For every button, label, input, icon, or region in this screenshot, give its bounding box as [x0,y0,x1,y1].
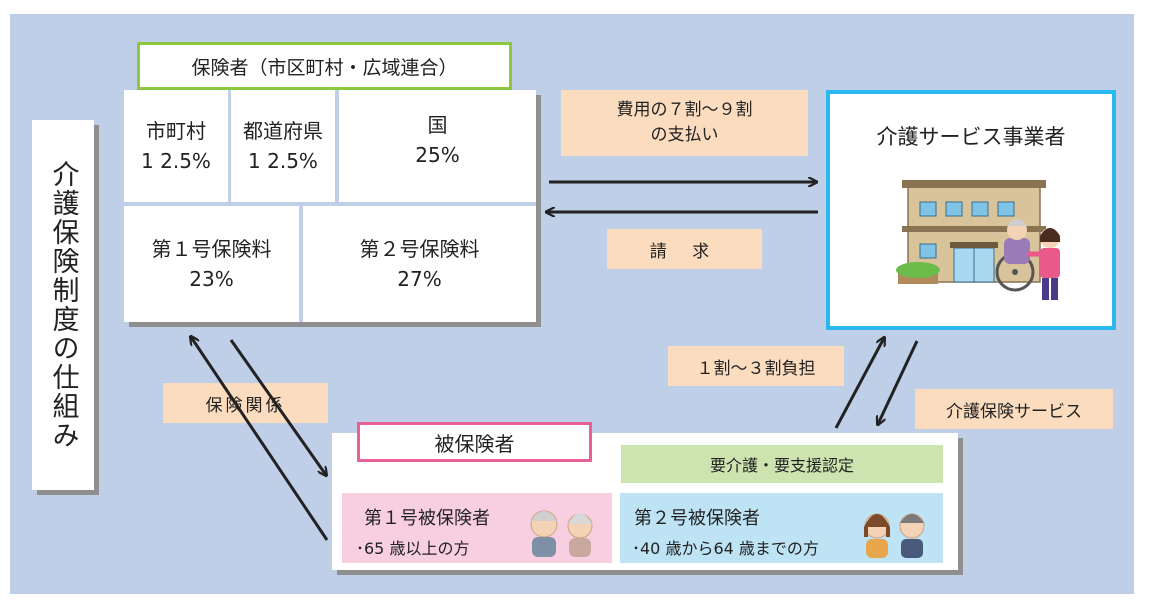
insurer-funding-box: 市町村 1 2.5% 都道府県 1 2.5% 国 25% 第１号保険料 23% … [124,90,536,322]
funding-cell-national: 国 25% [339,90,536,202]
insured-category-1-detail: ･65 歳以上の方 [356,539,470,558]
insured-category-1-title: 第１号被保険者 [364,508,490,529]
funding-cell-premium-1: 第１号保険料 23% [124,206,299,322]
elderly-couple-icon [530,510,593,557]
funding-cell-name: 第１号保険料 [151,237,272,261]
funding-cell-prefecture: 都道府県 1 2.5% [231,90,335,202]
funding-cell-share: 27% [397,267,442,291]
funding-cell-name: 市町村 [146,119,206,143]
care-facility-building-icon [896,180,1060,300]
service-label: 介護保険サービス [915,389,1113,429]
payment-label-line1: 費用の７割～９割 [616,99,753,120]
insured-category-2-title: 第２号被保険者 [634,508,760,529]
claim-label: 請 求 [607,229,762,269]
funding-cell-share: 1 2.5% [248,149,318,173]
certification-label-text: 要介護・要支援認定 [709,456,854,475]
service-label-text: 介護保険サービス [946,401,1082,422]
funding-cell-name: 第２号保険料 [359,237,480,261]
insured-category-1: 第１号被保険者 ･65 歳以上の方 [342,493,612,563]
funding-cell-name: 国 [427,113,448,137]
insured-category-2: 第２号被保険者 ･40 歳から64 歳までの方 [620,493,943,563]
funding-cell-share: 1 2.5% [141,149,211,173]
insurance-relation-label: 保険関係 [163,383,328,423]
insured-label: 被保険者 [357,422,592,462]
funding-cell-share: 25% [415,143,460,167]
burden-label: １割～３割負担 [668,346,844,386]
diagram-title-box: 介護保険制度の仕組み [32,120,94,490]
funding-cell-municipality: 市町村 1 2.5% [124,90,228,202]
insurer-label-text: 保険者（市区町村・広域連合） [191,56,458,79]
claim-label-text: 請 求 [649,241,720,262]
insured-label-text: 被保険者 [434,431,515,456]
service-provider-title: 介護サービス事業者 [876,125,1066,149]
burden-label-text: １割～３割負担 [696,358,816,379]
funding-cell-premium-2: 第２号保険料 27% [303,206,536,322]
payment-label-line2: の支払い [650,125,719,145]
insurer-label: 保険者（市区町村・広域連合） [137,42,512,90]
funding-cell-name: 都道府県 [243,119,323,143]
certification-label: 要介護・要支援認定 [621,445,943,483]
service-provider-box: 介護サービス事業者 [826,90,1116,330]
middle-aged-couple-icon [864,513,925,558]
diagram-title: 介護保険制度の仕組み [47,160,79,450]
insurance-relation-label-text: 保険関係 [205,395,286,416]
payment-label: 費用の７割～９割 の支払い [561,90,808,156]
funding-cell-share: 23% [189,267,234,291]
insured-category-2-detail: ･40 歳から64 歳までの方 [632,539,819,558]
